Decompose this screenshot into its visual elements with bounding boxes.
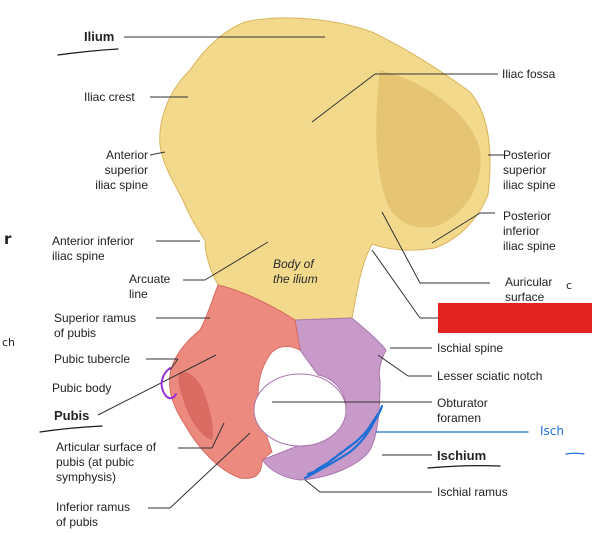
label-inferior-ramus-of-pubis: Inferior ramus of pubis [56, 500, 131, 529]
handwritten-r: r [4, 230, 12, 248]
label-posterior-superior-iliac-spine: Posterior superior iliac spine [503, 148, 556, 192]
label-body-of-ilium: Body of the ilium [273, 257, 318, 286]
label-pubis: Pubis [54, 408, 90, 423]
leader-lines [97, 36, 505, 509]
redaction-box [438, 303, 592, 333]
ischium-hatch [303, 404, 384, 480]
handwritten-ch: ch [2, 336, 16, 349]
ilium-fossa-shade [376, 70, 481, 228]
label-posterior-inferior-iliac-spine: Posterior inferior iliac spine [503, 209, 556, 253]
label-ischium: Ischium [437, 448, 487, 463]
handwritten-isch-note: Isch [540, 424, 564, 438]
label-ilium: Ilium [84, 29, 115, 44]
label-iliac-fossa: Iliac fossa [502, 67, 556, 81]
obturator-foramen-hole [253, 373, 347, 447]
label-obturator-foramen: Obturator foramen [437, 396, 488, 425]
ilium-underline [57, 48, 119, 56]
isch-note-underline [565, 452, 585, 455]
handwritten-c: c [566, 279, 573, 292]
pubis-underline [39, 425, 103, 433]
label-pubic-tubercle: Pubic tubercle [54, 352, 131, 366]
label-anterior-inferior-iliac-spine: Anterior inferior iliac spine [52, 234, 135, 263]
label-ischial-spine: Ischial spine [437, 341, 504, 355]
label-lesser-sciatic-notch: Lesser sciatic notch [437, 369, 543, 383]
label-pubic-body: Pubic body [52, 381, 112, 395]
label-auricular-surface: Auricular surface [505, 275, 553, 304]
pubic-tubercle-mark [160, 367, 177, 400]
handwritten-marks [39, 48, 585, 480]
label-articular-surface-of-pubis: Articular surface of pubis (at pubic sym… [56, 440, 157, 484]
ischium-underline [427, 464, 501, 469]
label-superior-ramus-of-pubis: Superior ramus of pubis [54, 311, 137, 340]
articular-surface-texture [178, 371, 213, 440]
label-anterior-superior-iliac-spine: Anterior superior iliac spine [95, 148, 148, 192]
label-iliac-crest: Iliac crest [84, 90, 135, 104]
label-ischial-ramus: Ischial ramus [437, 485, 508, 499]
label-arcuate-line: Arcuate line [129, 272, 171, 301]
